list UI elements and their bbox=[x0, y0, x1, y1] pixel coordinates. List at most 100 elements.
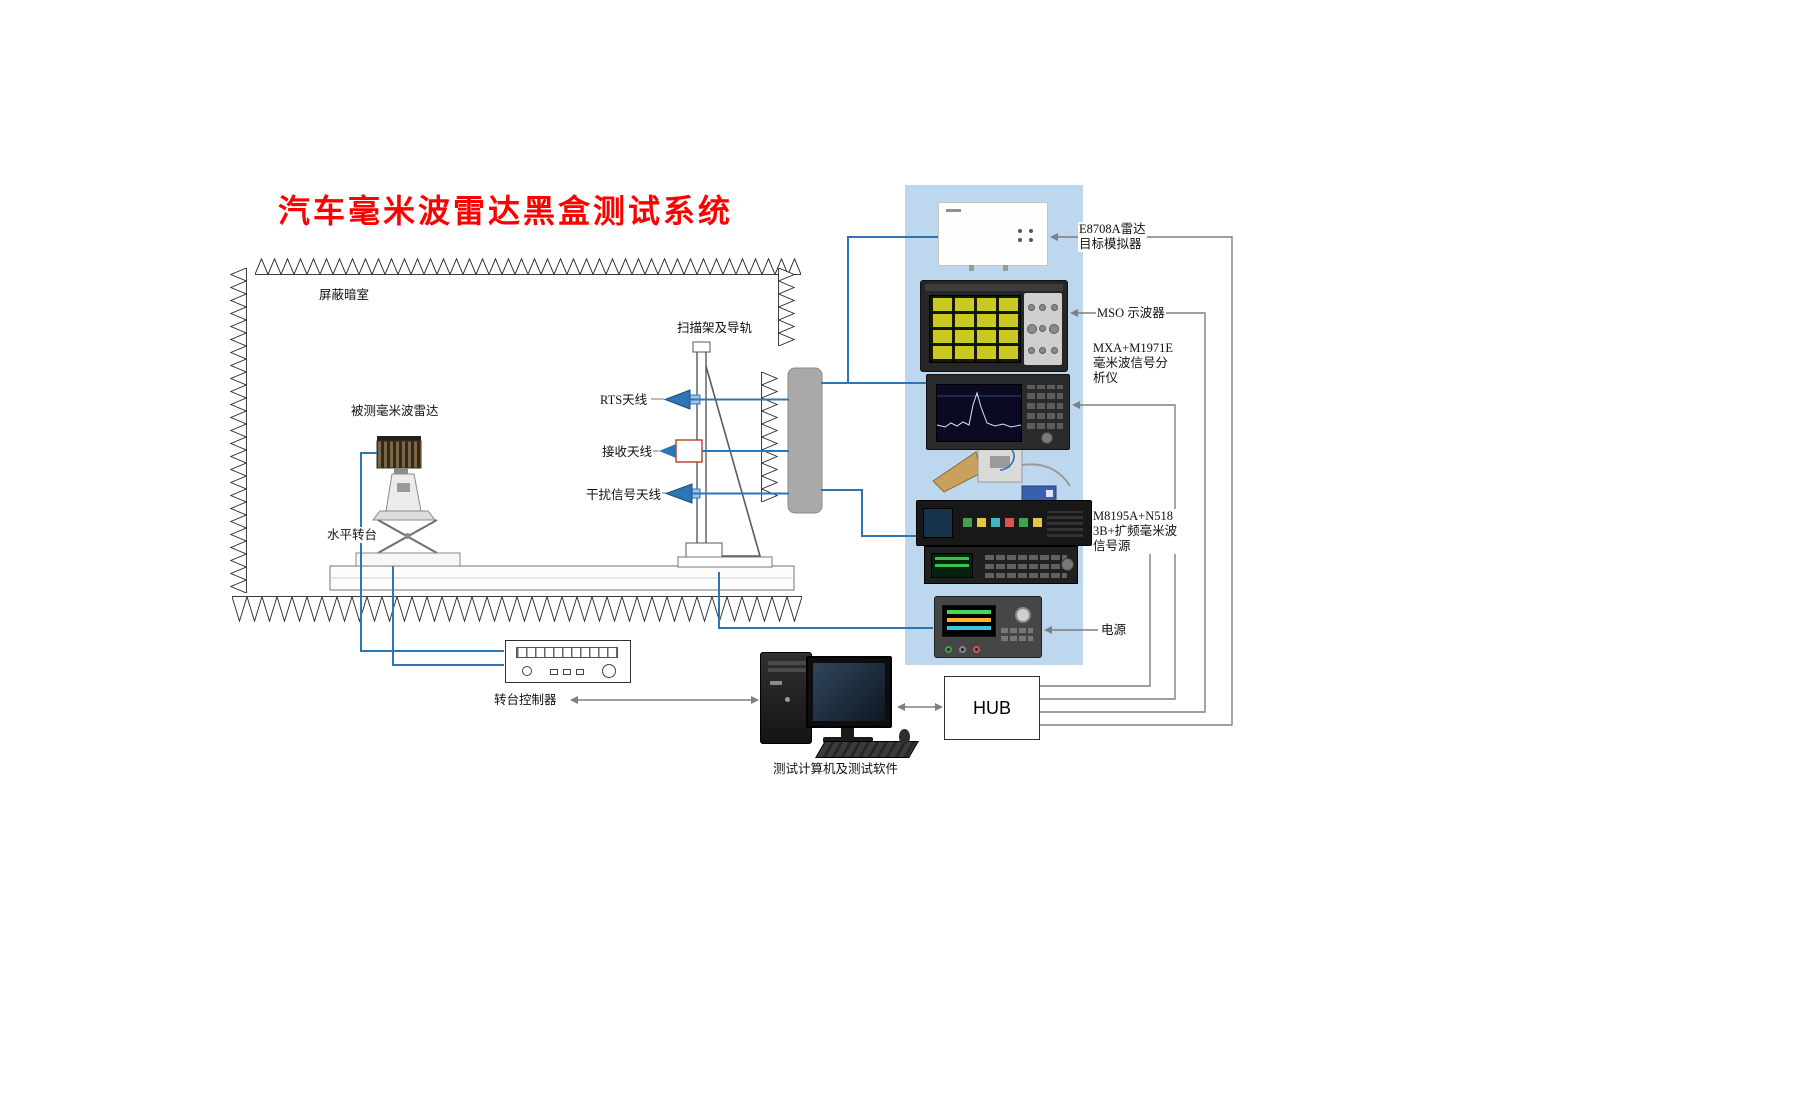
monitor-base bbox=[823, 737, 873, 743]
power-supply-buttons bbox=[999, 627, 1033, 641]
controller-display bbox=[516, 647, 618, 658]
target-simulator-label-line2: 目标模拟器 bbox=[1079, 237, 1142, 251]
radar-under-test-label: 被测毫米波雷达 bbox=[350, 403, 440, 419]
monitor-screen bbox=[813, 663, 885, 721]
knob-icon bbox=[1039, 303, 1047, 311]
turntable-plate bbox=[371, 510, 437, 521]
rf-cabling bbox=[360, 236, 938, 666]
signal-source-label-line3: 信号源 bbox=[1093, 539, 1131, 553]
arrow-left-icon bbox=[1072, 401, 1080, 409]
knob-icon bbox=[1028, 303, 1036, 311]
port-marker bbox=[1019, 518, 1028, 527]
target-simulator-label-line1: E8708A雷达 bbox=[1079, 222, 1146, 236]
screen-line bbox=[947, 618, 991, 622]
signal-source-label-line1: M8195A+N518 bbox=[1093, 509, 1173, 523]
knob-icon bbox=[1050, 303, 1058, 311]
turntable-column bbox=[385, 473, 422, 512]
cable-blue bbox=[999, 449, 1015, 471]
switch-button bbox=[563, 669, 571, 675]
knob-icon bbox=[1028, 347, 1036, 355]
hub-label: HUB bbox=[972, 697, 1011, 718]
arrow-left-icon bbox=[1050, 233, 1058, 241]
binding-post bbox=[945, 646, 952, 653]
power-button-icon bbox=[785, 697, 790, 702]
analyzer-screen bbox=[936, 384, 1022, 442]
screen-line bbox=[947, 626, 991, 630]
rf-line-panel-to-source bbox=[821, 489, 916, 537]
mxg-generator-device bbox=[924, 546, 1078, 584]
rf-line-simulator-branch bbox=[847, 236, 938, 383]
wall-feedthrough-panel bbox=[787, 367, 823, 514]
computer-tower bbox=[760, 652, 812, 744]
receive-antenna-label: 接收天线 bbox=[601, 444, 654, 460]
signal-analyzer-label-line2: 毫米波信号分 bbox=[1093, 356, 1169, 370]
mxg-keypad bbox=[983, 553, 1067, 578]
label-tick-lines bbox=[651, 398, 666, 494]
drive-bay bbox=[768, 668, 806, 672]
arrow-left-icon bbox=[570, 696, 578, 704]
cable-turntable-to-controller bbox=[392, 566, 504, 666]
turntable-controller-device bbox=[505, 640, 631, 683]
oscilloscope-label: MSO 示波器 bbox=[1096, 305, 1166, 321]
binding-post bbox=[959, 646, 966, 653]
radar-under-test-assembly bbox=[355, 436, 461, 567]
cable-radar-to-controller bbox=[360, 452, 504, 652]
signal-analyzer-label-line3: 析仪 bbox=[1093, 371, 1119, 385]
drive-bay bbox=[768, 661, 806, 665]
analyzer-keypad bbox=[1025, 385, 1063, 429]
port-dot bbox=[1029, 229, 1033, 233]
signal-analyzer-label-line1: MXA+M1971E bbox=[1093, 341, 1173, 355]
turntable-neck bbox=[394, 468, 408, 474]
turntable-leg-pivot bbox=[404, 533, 411, 539]
awg-vents bbox=[1047, 511, 1083, 537]
knob-icon bbox=[1050, 347, 1058, 355]
binding-posts bbox=[945, 646, 980, 653]
knob-icon bbox=[1026, 323, 1037, 334]
oscilloscope-knob-panel bbox=[1024, 293, 1062, 365]
oscilloscope-device bbox=[920, 280, 1068, 372]
knob-icon bbox=[1015, 607, 1031, 623]
screen-line bbox=[947, 610, 991, 614]
knob-icon bbox=[1061, 558, 1074, 571]
absorber-wall-right-upper bbox=[778, 268, 795, 346]
port-dot bbox=[1018, 229, 1022, 233]
knob-icon bbox=[602, 664, 616, 678]
knob-icon bbox=[1049, 323, 1060, 334]
page-title: 汽车毫米波雷达黑盒测试系统 bbox=[278, 193, 734, 229]
mouse bbox=[899, 729, 910, 744]
arrow-left-icon bbox=[1070, 309, 1078, 317]
radar-top-bar bbox=[377, 436, 421, 441]
arrow-right-icon bbox=[751, 696, 759, 704]
test-computer-label: 测试计算机及测试软件 bbox=[772, 761, 900, 777]
arrow-left-icon bbox=[897, 703, 905, 711]
computer-monitor bbox=[806, 656, 892, 728]
shielded-chamber-walls bbox=[230, 258, 802, 622]
knob-icon bbox=[1039, 347, 1047, 355]
port-marker bbox=[1005, 518, 1014, 527]
port-marker bbox=[991, 518, 1000, 527]
hub-box: HUB bbox=[944, 676, 1040, 740]
radar-device bbox=[376, 440, 422, 469]
mxg-display bbox=[931, 553, 973, 578]
power-supply-screen bbox=[942, 605, 996, 637]
cable bbox=[1021, 463, 1071, 487]
oscilloscope-top-strip bbox=[925, 284, 1063, 291]
target-simulator-device bbox=[938, 202, 1048, 271]
antenna-stub bbox=[969, 265, 974, 271]
switch-button bbox=[576, 669, 584, 675]
mixer-module-port bbox=[990, 456, 1010, 468]
analyzer-screen-trace bbox=[936, 391, 1022, 428]
absorber-wall-right-lower bbox=[761, 372, 778, 502]
absorber-wall-top bbox=[255, 258, 801, 275]
power-supply-device bbox=[934, 596, 1042, 658]
connector-ports bbox=[1018, 229, 1035, 242]
scanner-frame-label: 扫描架及导轨 bbox=[676, 320, 754, 336]
turntable-base bbox=[355, 552, 461, 567]
target-simulator-label: E8708A雷达 目标模拟器 bbox=[1078, 222, 1147, 252]
signal-source-label: M8195A+N518 3B+扩频毫米波 信号源 bbox=[1092, 509, 1179, 554]
rts-antenna-label: RTS天线 bbox=[599, 392, 649, 408]
port-marker bbox=[977, 518, 986, 527]
monitor-stand bbox=[841, 728, 854, 738]
